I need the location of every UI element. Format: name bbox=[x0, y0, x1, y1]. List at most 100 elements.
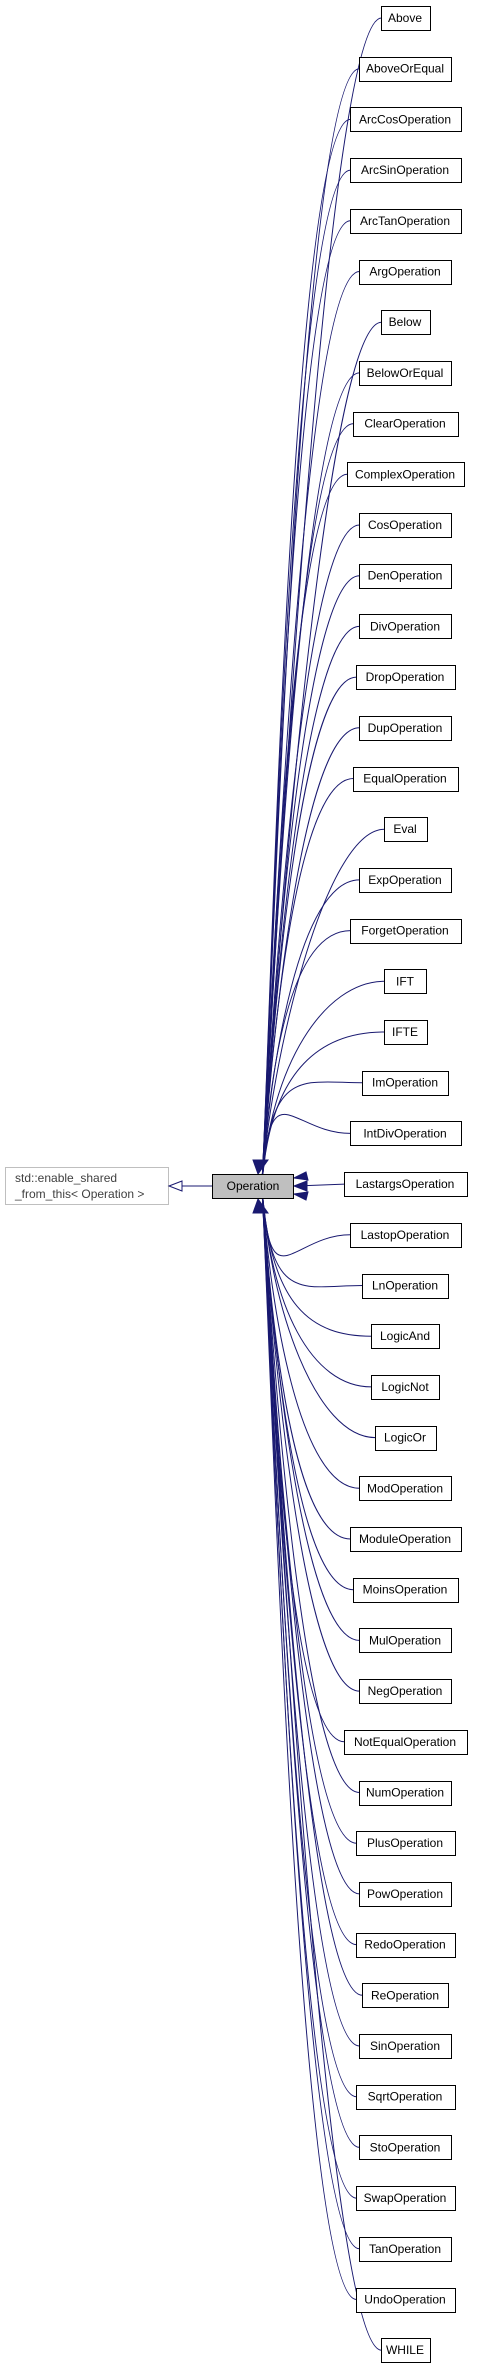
subclass-node-ift[interactable]: IFT bbox=[384, 969, 427, 994]
subclass-node-im-operation[interactable]: ImOperation bbox=[362, 1071, 449, 1096]
subclass-label: ClearOperation bbox=[364, 417, 445, 431]
subclass-node-arc-sin-operation[interactable]: ArcSinOperation bbox=[350, 158, 462, 183]
subclass-node-ifte[interactable]: IFTE bbox=[384, 1020, 428, 1045]
subclass-node-logic-and[interactable]: LogicAnd bbox=[371, 1324, 440, 1349]
edge-redo-operation bbox=[261, 1189, 357, 1946]
subclass-label: ImOperation bbox=[372, 1076, 438, 1090]
subclass-node-above[interactable]: Above bbox=[381, 6, 431, 31]
subclass-box bbox=[350, 1223, 462, 1248]
arrowhead-top bbox=[252, 1159, 269, 1176]
arrowhead-0 bbox=[292, 1171, 309, 1181]
subclass-node-complex-operation[interactable]: ComplexOperation bbox=[347, 462, 465, 487]
subclass-node-re-operation[interactable]: ReOperation bbox=[362, 1983, 449, 2008]
subclass-node-sto-operation[interactable]: StoOperation bbox=[359, 2135, 452, 2160]
subclass-label: SinOperation bbox=[370, 2039, 440, 2053]
edge-equal-operation bbox=[261, 778, 354, 1185]
base-inheritance-arrowhead bbox=[167, 1180, 183, 1192]
edge-sqrt-operation bbox=[261, 1190, 357, 2098]
subclass-node-den-operation[interactable]: DenOperation bbox=[359, 564, 452, 589]
operation-node[interactable]: Operation bbox=[212, 1174, 294, 1199]
subclass-node-arg-operation[interactable]: ArgOperation bbox=[359, 260, 452, 285]
subclass-node-below[interactable]: Below bbox=[381, 310, 431, 335]
subclass-label: ExpOperation bbox=[368, 873, 441, 887]
subclass-node-num-operation[interactable]: NumOperation bbox=[359, 1781, 452, 1806]
subclass-label: TanOperation bbox=[369, 2242, 441, 2256]
edge-ln-operation bbox=[261, 1186, 363, 1288]
subclass-node-exp-operation[interactable]: ExpOperation bbox=[359, 868, 452, 893]
subclass-box bbox=[350, 1527, 462, 1552]
edge-eval bbox=[261, 828, 385, 1185]
inheritance-edges bbox=[252, 17, 385, 2351]
subclass-node-arc-tan-operation[interactable]: ArcTanOperation bbox=[350, 209, 462, 234]
subclass-node-forget-operation[interactable]: ForgetOperation bbox=[350, 919, 462, 944]
subclass-node-while[interactable]: WHILE bbox=[381, 2338, 431, 2363]
subclass-node-tan-operation[interactable]: TanOperation bbox=[359, 2237, 452, 2262]
subclass-label: MoinsOperation bbox=[363, 1583, 448, 1597]
base-class-node[interactable]: std::enable_shared _from_this< Operation… bbox=[5, 1167, 169, 1205]
subclass-node-plus-operation[interactable]: PlusOperation bbox=[356, 1831, 456, 1856]
subclass-node-clear-operation[interactable]: ClearOperation bbox=[353, 412, 459, 437]
subclass-node-logic-not[interactable]: LogicNot bbox=[371, 1375, 440, 1400]
edge-logic-or bbox=[261, 1187, 376, 1439]
subclass-label: MulOperation bbox=[369, 1633, 441, 1647]
subclass-label: LastopOperation bbox=[361, 1228, 450, 1242]
subclass-node-mod-operation[interactable]: ModOperation bbox=[359, 1476, 452, 1501]
subclass-node-moins-operation[interactable]: MoinsOperation bbox=[353, 1578, 459, 1603]
subclass-label: IFT bbox=[396, 974, 415, 988]
edge-above bbox=[261, 17, 382, 1181]
subclass-node-neg-operation[interactable]: NegOperation bbox=[359, 1679, 452, 1704]
subclass-node-undo-operation[interactable]: UndoOperation bbox=[356, 2288, 456, 2313]
subclass-label: ArgOperation bbox=[369, 265, 440, 279]
subclass-box bbox=[381, 6, 431, 31]
subclass-node-below-or-equal[interactable]: BelowOrEqual bbox=[359, 361, 452, 386]
edge-clear-operation bbox=[261, 423, 354, 1183]
subclass-label: UndoOperation bbox=[364, 2293, 445, 2307]
subclass-node-lastargs-operation[interactable]: LastargsOperation bbox=[344, 1172, 468, 1197]
subclass-label: BelowOrEqual bbox=[367, 366, 444, 380]
subclass-node-cos-operation[interactable]: CosOperation bbox=[359, 513, 452, 538]
subclass-node-sin-operation[interactable]: SinOperation bbox=[359, 2034, 452, 2059]
subclass-box bbox=[350, 919, 462, 944]
subclass-node-div-operation[interactable]: DivOperation bbox=[359, 614, 452, 639]
subclass-node-module-operation[interactable]: ModuleOperation bbox=[350, 1527, 462, 1552]
edge-forget-operation bbox=[261, 930, 351, 1185]
subclass-node-ln-operation[interactable]: LnOperation bbox=[362, 1274, 449, 1299]
edge-above-or-equal bbox=[261, 68, 360, 1181]
subclass-label: LogicAnd bbox=[380, 1329, 430, 1343]
base-class-label-line2: _from_this< Operation > bbox=[14, 1187, 144, 1201]
subclass-node-mul-operation[interactable]: MulOperation bbox=[359, 1628, 452, 1653]
subclass-node-int-div-operation[interactable]: IntDivOperation bbox=[350, 1121, 462, 1146]
subclass-node-equal-operation[interactable]: EqualOperation bbox=[353, 767, 459, 792]
subclass-label: SwapOperation bbox=[364, 2191, 447, 2205]
edge-below-or-equal bbox=[261, 372, 360, 1183]
subclass-box bbox=[362, 1274, 449, 1299]
subclass-label: StoOperation bbox=[370, 2140, 441, 2154]
subclass-box bbox=[371, 1375, 440, 1400]
subclass-node-eval[interactable]: Eval bbox=[384, 817, 428, 842]
subclass-label: DenOperation bbox=[368, 569, 443, 583]
subclass-box bbox=[359, 564, 452, 589]
subclass-label: NotEqualOperation bbox=[354, 1735, 456, 1749]
subclass-node-dup-operation[interactable]: DupOperation bbox=[359, 716, 452, 741]
subclass-box bbox=[353, 412, 459, 437]
subclass-node-above-or-equal[interactable]: AboveOrEqual bbox=[359, 57, 452, 82]
subclass-node-drop-operation[interactable]: DropOperation bbox=[356, 665, 456, 690]
arrowhead-bottom bbox=[252, 1197, 269, 1214]
edge-moins-operation bbox=[261, 1187, 354, 1591]
subclass-box bbox=[359, 1882, 452, 1907]
subclass-node-not-equal-operation[interactable]: NotEqualOperation bbox=[344, 1730, 468, 1755]
subclass-node-lastop-operation[interactable]: LastopOperation bbox=[350, 1223, 462, 1248]
subclass-box bbox=[353, 1578, 459, 1603]
subclass-box bbox=[359, 1628, 452, 1653]
subclass-node-sqrt-operation[interactable]: SqrtOperation bbox=[356, 2085, 456, 2110]
subclass-node-arc-cos-operation[interactable]: ArcCosOperation bbox=[350, 107, 462, 132]
subclass-label: CosOperation bbox=[368, 518, 442, 532]
subclass-label: SqrtOperation bbox=[368, 2090, 443, 2104]
subclass-node-pow-operation[interactable]: PowOperation bbox=[359, 1882, 452, 1907]
subclass-node-redo-operation[interactable]: RedoOperation bbox=[356, 1933, 456, 1958]
subclass-node-logic-or[interactable]: LogicOr bbox=[375, 1426, 437, 1451]
subclass-label: LnOperation bbox=[372, 1279, 438, 1293]
subclass-label: PowOperation bbox=[367, 1887, 443, 1901]
subclass-node-swap-operation[interactable]: SwapOperation bbox=[356, 2186, 456, 2211]
